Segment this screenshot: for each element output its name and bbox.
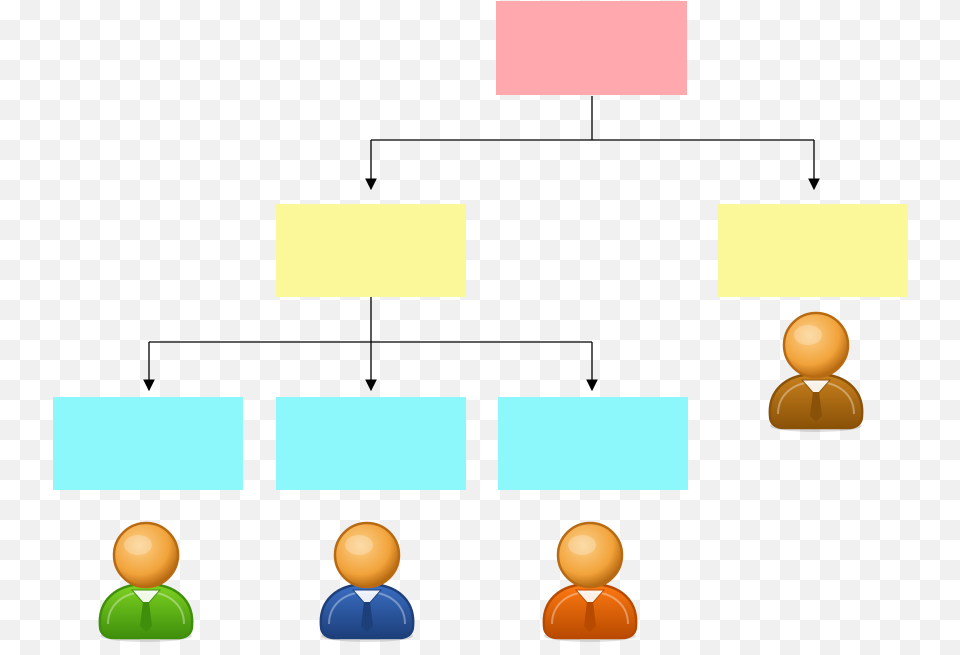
user-icon [98, 521, 194, 642]
org-box-manager-right [718, 204, 908, 297]
org-box-staff-2 [276, 397, 466, 490]
user-icon [542, 521, 638, 642]
user-icon [319, 521, 415, 642]
org-box-staff-1 [53, 397, 243, 490]
org-box-manager-left [276, 204, 466, 297]
user-icon [768, 311, 864, 432]
org-box-staff-3 [498, 397, 688, 490]
org-box-root [496, 1, 687, 95]
